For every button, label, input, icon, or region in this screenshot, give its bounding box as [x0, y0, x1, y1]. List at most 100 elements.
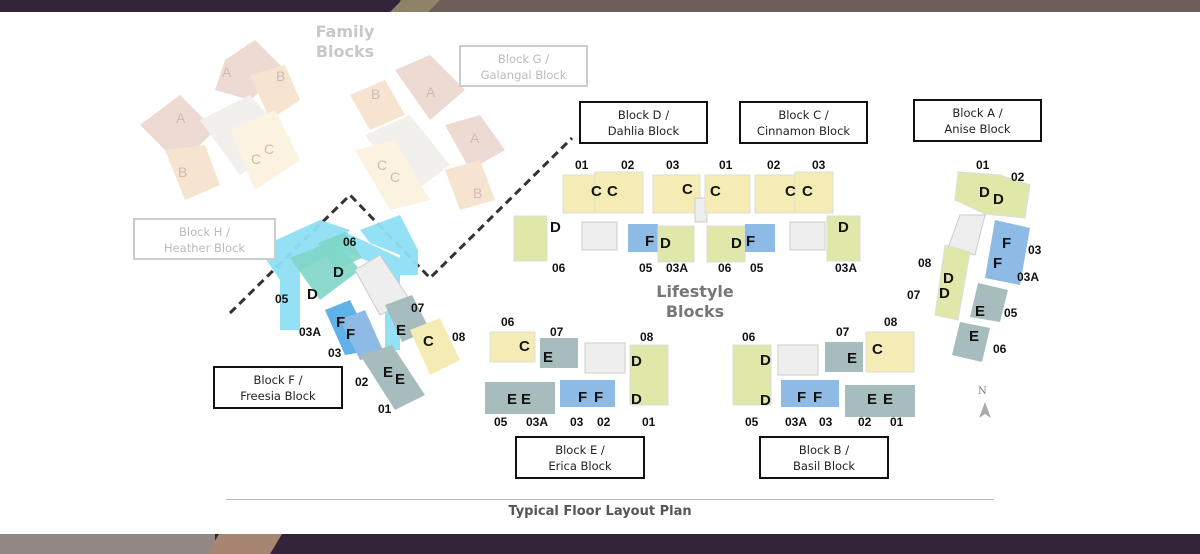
block-d-type-f: F	[645, 233, 654, 250]
plan-caption: Typical Floor Layout Plan	[508, 504, 692, 519]
block-c-type-d1: D	[731, 235, 742, 252]
block-e-unit-06: 06	[501, 315, 515, 329]
block-b-type-e3: E	[883, 391, 893, 408]
block-e-plan	[485, 331, 669, 414]
block-h-label-line2: Heather Block	[163, 241, 246, 255]
block-b-type-f1: F	[797, 389, 806, 406]
block-d-unit-03a: 03A	[666, 261, 688, 275]
block-a-type-e2: E	[969, 328, 979, 345]
block-e-type-d1: D	[631, 353, 642, 370]
block-f-unit-02: 02	[355, 375, 369, 389]
block-f-unit-06: 06	[343, 235, 357, 249]
lifestyle-blocks-title-line1: Lifestyle	[656, 282, 734, 301]
block-h-label[interactable]: Block H / Heather Block	[133, 218, 276, 260]
block-b-unit-01: 01	[890, 415, 904, 429]
block-g-label[interactable]: Block G / Galangal Block	[459, 45, 588, 87]
block-d-type-c2: C	[607, 183, 618, 200]
block-b-type-d1: D	[760, 352, 771, 369]
family-blocks-title: Family Blocks	[300, 22, 390, 62]
block-h-label-line1: Block H /	[179, 225, 230, 239]
block-b-label[interactable]: Block B / Basil Block	[759, 436, 889, 479]
block-f-unit-03: 03	[328, 346, 342, 360]
block-g-label-line1: Block G /	[497, 52, 550, 66]
block-a-type-f2: F	[993, 255, 1002, 272]
block-d-unit-06: 06	[552, 261, 566, 275]
block-f-unit-05: 05	[275, 292, 289, 306]
block-e-type-e1: E	[543, 349, 553, 366]
block-c-unit-02: 02	[767, 158, 781, 172]
block-c-label[interactable]: Block C / Cinnamon Block	[739, 101, 868, 144]
block-d-type-c1: C	[591, 183, 602, 200]
block-e-unit-03a: 03A	[526, 415, 548, 429]
block-a-label-line2: Anise Block	[944, 122, 1011, 136]
block-f-type-d1: D	[333, 264, 344, 281]
block-f-type-c: C	[423, 333, 434, 350]
block-d-type-d1: D	[550, 219, 561, 236]
family-right-type-b2: B	[473, 185, 482, 201]
block-b-unit-08: 08	[884, 315, 898, 329]
family-right-type-a1: A	[426, 84, 436, 100]
block-c-unit-06: 06	[718, 261, 732, 275]
block-b-unit-07: 07	[836, 325, 850, 339]
block-f-plan	[290, 232, 460, 410]
block-d-plan	[513, 171, 701, 263]
block-a-type-d4: D	[939, 285, 950, 302]
block-a-unit-08: 08	[918, 256, 932, 270]
family-left-type-b2: B	[178, 164, 187, 180]
block-a-type-d3: D	[943, 270, 954, 287]
block-f-label[interactable]: Block F / Freesia Block	[213, 366, 343, 409]
block-f-type-f1: F	[336, 314, 345, 331]
block-a-unit-01: 01	[976, 158, 990, 172]
block-f-type-d2: D	[307, 286, 318, 303]
block-e-type-d2: D	[631, 391, 642, 408]
block-d-unit-03: 03	[666, 158, 680, 172]
block-d-unit-01: 01	[575, 158, 589, 172]
block-e-label-line1: Block E /	[555, 443, 605, 457]
family-right-type-b1: B	[371, 86, 380, 102]
block-c-type-d2: D	[838, 219, 849, 236]
block-a-type-f1: F	[1002, 235, 1011, 252]
block-a-label[interactable]: Block A / Anise Block	[913, 99, 1042, 142]
block-f-unit-07: 07	[411, 301, 425, 315]
block-b-type-e1: E	[847, 350, 857, 367]
block-c-label-line2: Cinnamon Block	[756, 124, 851, 138]
block-a-unit-03: 03	[1028, 243, 1042, 257]
block-a-unit-07: 07	[907, 288, 921, 302]
block-d-label[interactable]: Block D / Dahlia Block	[579, 101, 708, 144]
block-f-unit-08: 08	[452, 330, 466, 344]
block-f-type-e3: E	[395, 371, 405, 388]
block-c-unit-03a: 03A	[835, 261, 857, 275]
block-f-unit-01: 01	[378, 402, 392, 416]
lifestyle-blocks-title-line2: Blocks	[665, 302, 725, 321]
block-f-type-e2: E	[383, 364, 393, 381]
north-label: N	[978, 386, 987, 397]
block-b-plan	[732, 331, 915, 417]
family-right-type-c2: C	[390, 169, 400, 185]
block-e-label[interactable]: Block E / Erica Block	[515, 436, 645, 479]
block-a-unit-02: 02	[1011, 170, 1025, 184]
block-c-type-f: F	[746, 233, 755, 250]
top-decorative-band	[0, 0, 1200, 12]
block-a-type-d1: D	[979, 184, 990, 201]
block-e-unit-07: 07	[550, 325, 564, 339]
block-f-unit-03a: 03A	[299, 325, 321, 339]
block-b-unit-03a: 03A	[785, 415, 807, 429]
lifestyle-blocks-title: Lifestyle Blocks	[650, 282, 740, 322]
block-c-plan	[704, 171, 861, 263]
block-d-unit-05: 05	[639, 261, 653, 275]
block-g-label-line2: Galangal Block	[480, 68, 567, 82]
block-a-type-d2: D	[993, 191, 1004, 208]
block-b-type-e2: E	[867, 391, 877, 408]
family-left-type-b1: B	[276, 68, 285, 84]
block-b-unit-06: 06	[742, 330, 756, 344]
block-b-type-c: C	[872, 341, 883, 358]
block-e-type-e3: E	[521, 391, 531, 408]
block-d-label-line2: Dahlia Block	[607, 124, 680, 138]
family-right-type-a2: A	[470, 130, 480, 146]
block-e-type-c: C	[519, 338, 530, 355]
block-a-label-line1: Block A /	[952, 106, 1003, 120]
family-left-type-a1: A	[222, 64, 232, 80]
block-b-unit-02: 02	[858, 415, 872, 429]
block-c-type-c3: C	[802, 183, 813, 200]
family-right-type-c1: C	[377, 157, 387, 173]
